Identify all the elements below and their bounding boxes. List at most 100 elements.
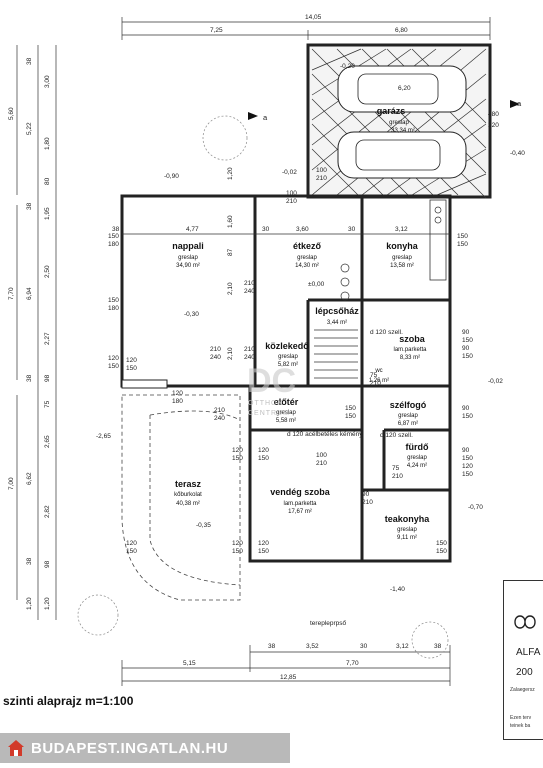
dim-left-d: 1,80 [44, 137, 51, 150]
dim-left-t: 1,20 [44, 597, 51, 610]
opening-size-label: 150 [436, 540, 447, 547]
opening-size-label: 120 [126, 540, 137, 547]
kozlekedo-area: 5,82 m² [278, 362, 298, 368]
opening-size-label: 75 [392, 465, 400, 472]
dim-left-i: 6,94 [26, 287, 33, 300]
house-walls [120, 194, 452, 563]
szelfogo-area: 6,87 m² [398, 421, 418, 427]
dim-left-f: 1,95 [44, 207, 51, 220]
stamp-line4: Ezen terv [510, 715, 532, 721]
dim-left-mid: 7,70 [8, 287, 15, 300]
opening-size-label: 180 [108, 305, 119, 312]
opening-size-label: 210 [244, 280, 255, 287]
dim-30b: 30 [348, 226, 356, 233]
dim-left-b: 3,00 [44, 75, 51, 88]
terrain-label: terepleprpső [310, 620, 347, 627]
kitchen-fixtures [340, 199, 447, 301]
garage-door-b: 220 [488, 122, 499, 129]
opening-size-label: 240 [214, 415, 225, 422]
teakonyha-floor: greslap [397, 527, 417, 533]
opening-size-label: 120 [258, 447, 269, 454]
kozlekedo-name: közlekedő [265, 341, 309, 351]
wc-area: 1,26 m² [369, 378, 389, 384]
garazs-area: 33,34 m² [391, 128, 415, 134]
konyha-area: 13,58 m² [390, 263, 414, 269]
opening-size-label: 150 [126, 365, 137, 372]
vendeg-szoba-floor: lam.parketta [283, 501, 317, 507]
dim-left-a: 38 [26, 57, 33, 65]
opening-size-label: 150 [457, 241, 468, 248]
konyha-floor: greslap [392, 255, 412, 261]
bottom-dimension-lines: 38 3,52 30 3,12 38 5,15 7,70 12,85 [121, 643, 451, 686]
house-logo-icon [8, 740, 24, 756]
level-terasz-left: -2,65 [96, 433, 111, 440]
level-etkezo: ±0,00 [308, 281, 325, 288]
dim-etkezo-width: 3,60 [296, 226, 309, 233]
opening-size-label: 75 [370, 372, 378, 379]
dim-left-p: 2,82 [44, 505, 51, 518]
dim-left-upper: 5,60 [8, 107, 15, 120]
dim-bottom-seg2: 3,52 [306, 643, 319, 650]
section-arrow-left-icon [248, 112, 258, 120]
dim-30a: 30 [262, 226, 270, 233]
site-banner[interactable]: BUDAPEST.INGATLAN.HU [0, 733, 290, 763]
opening-size-label: 180 [172, 398, 183, 405]
section-arrow-right-icon [510, 100, 520, 108]
dim-left-j: 2,27 [44, 332, 51, 345]
opening-size-label: 120 [462, 463, 473, 470]
dim-left-e: 80 [44, 177, 51, 185]
title-block: ALFA 200 Zalaegersz Ezen terv teinek ba [503, 580, 543, 740]
firm-logo-icon [514, 615, 536, 629]
opening-size-label: 120 [172, 390, 183, 397]
dim-87: 87 [227, 248, 234, 256]
furdo-name: fürdő [406, 442, 429, 452]
terasz-area: 40,38 m² [176, 501, 200, 507]
opening-size-label: 150 [462, 471, 473, 478]
dim-left-s: 1,20 [26, 597, 33, 610]
lepcsohaz-name: lépcsőház [315, 306, 359, 316]
dim-bottom-right: 7,70 [346, 660, 359, 667]
dim-left-k: 38 [26, 374, 33, 382]
vendeg-szoba-name: vendég szoba [270, 487, 331, 497]
dim-top-total: 14,05 [305, 14, 322, 21]
opening-size-label: 150 [258, 455, 269, 462]
left-dimension-lines: 5,60 7,70 7,00 38 3,00 5,22 1,80 80 38 1… [8, 45, 57, 620]
opening-size-label: 120 [108, 355, 119, 362]
dim-left-m: 75 [44, 400, 51, 408]
opening-size-label: 90 [462, 345, 470, 352]
terasz-name: terasz [175, 479, 202, 489]
dim-top-right: 6,80 [395, 27, 408, 34]
dim-bottom-seg3: 30 [360, 643, 368, 650]
opening-size-label: 150 [345, 413, 356, 420]
szoba-floor: lam.parketta [393, 347, 427, 353]
stamp-line5: teinek ba [510, 723, 531, 729]
opening-size-label: 210 [316, 460, 327, 467]
szoba-name: szoba [399, 334, 426, 344]
opening-size-label: 90 [462, 405, 470, 412]
level-nappali: -0,30 [184, 311, 199, 318]
staircase [314, 329, 358, 379]
garage-door-a: 480 [488, 111, 499, 118]
opening-size-label: 180 [108, 241, 119, 248]
opening-size-label: 150 [232, 548, 243, 555]
stamp-line3: Zalaegersz [510, 687, 535, 693]
plan-caption: szinti alaprajz m=1:100 [3, 694, 134, 708]
notes: d 120 szell. d 120 acélbetéles kémény d … [287, 329, 413, 627]
opening-size-label: 210 [362, 499, 373, 506]
lepcsohaz-area: 3,44 m² [327, 320, 347, 326]
note-d120-szell: d 120 szell. [370, 329, 403, 336]
tree-icon [77, 115, 449, 659]
garazs-floor: greslap [389, 120, 409, 126]
dim-160: 1,60 [227, 215, 234, 228]
etkezo-name: étkező [293, 241, 322, 251]
szelfogo-name: szélfogó [390, 400, 427, 410]
opening-size-label: 150 [462, 337, 473, 344]
teakonyha-area: 9,11 m² [397, 535, 417, 541]
opening-size-label: 240 [244, 354, 255, 361]
dim-bottom-total: 12,85 [280, 674, 297, 681]
watermark-line1: OTTHON [248, 400, 284, 407]
dim-top-left: 7,25 [210, 27, 223, 34]
watermark-letters: DC [247, 362, 296, 400]
interior-dimensions: 4,77 3,60 3,12 30 30 38 1,60 87 2,10 2,1… [112, 167, 450, 360]
